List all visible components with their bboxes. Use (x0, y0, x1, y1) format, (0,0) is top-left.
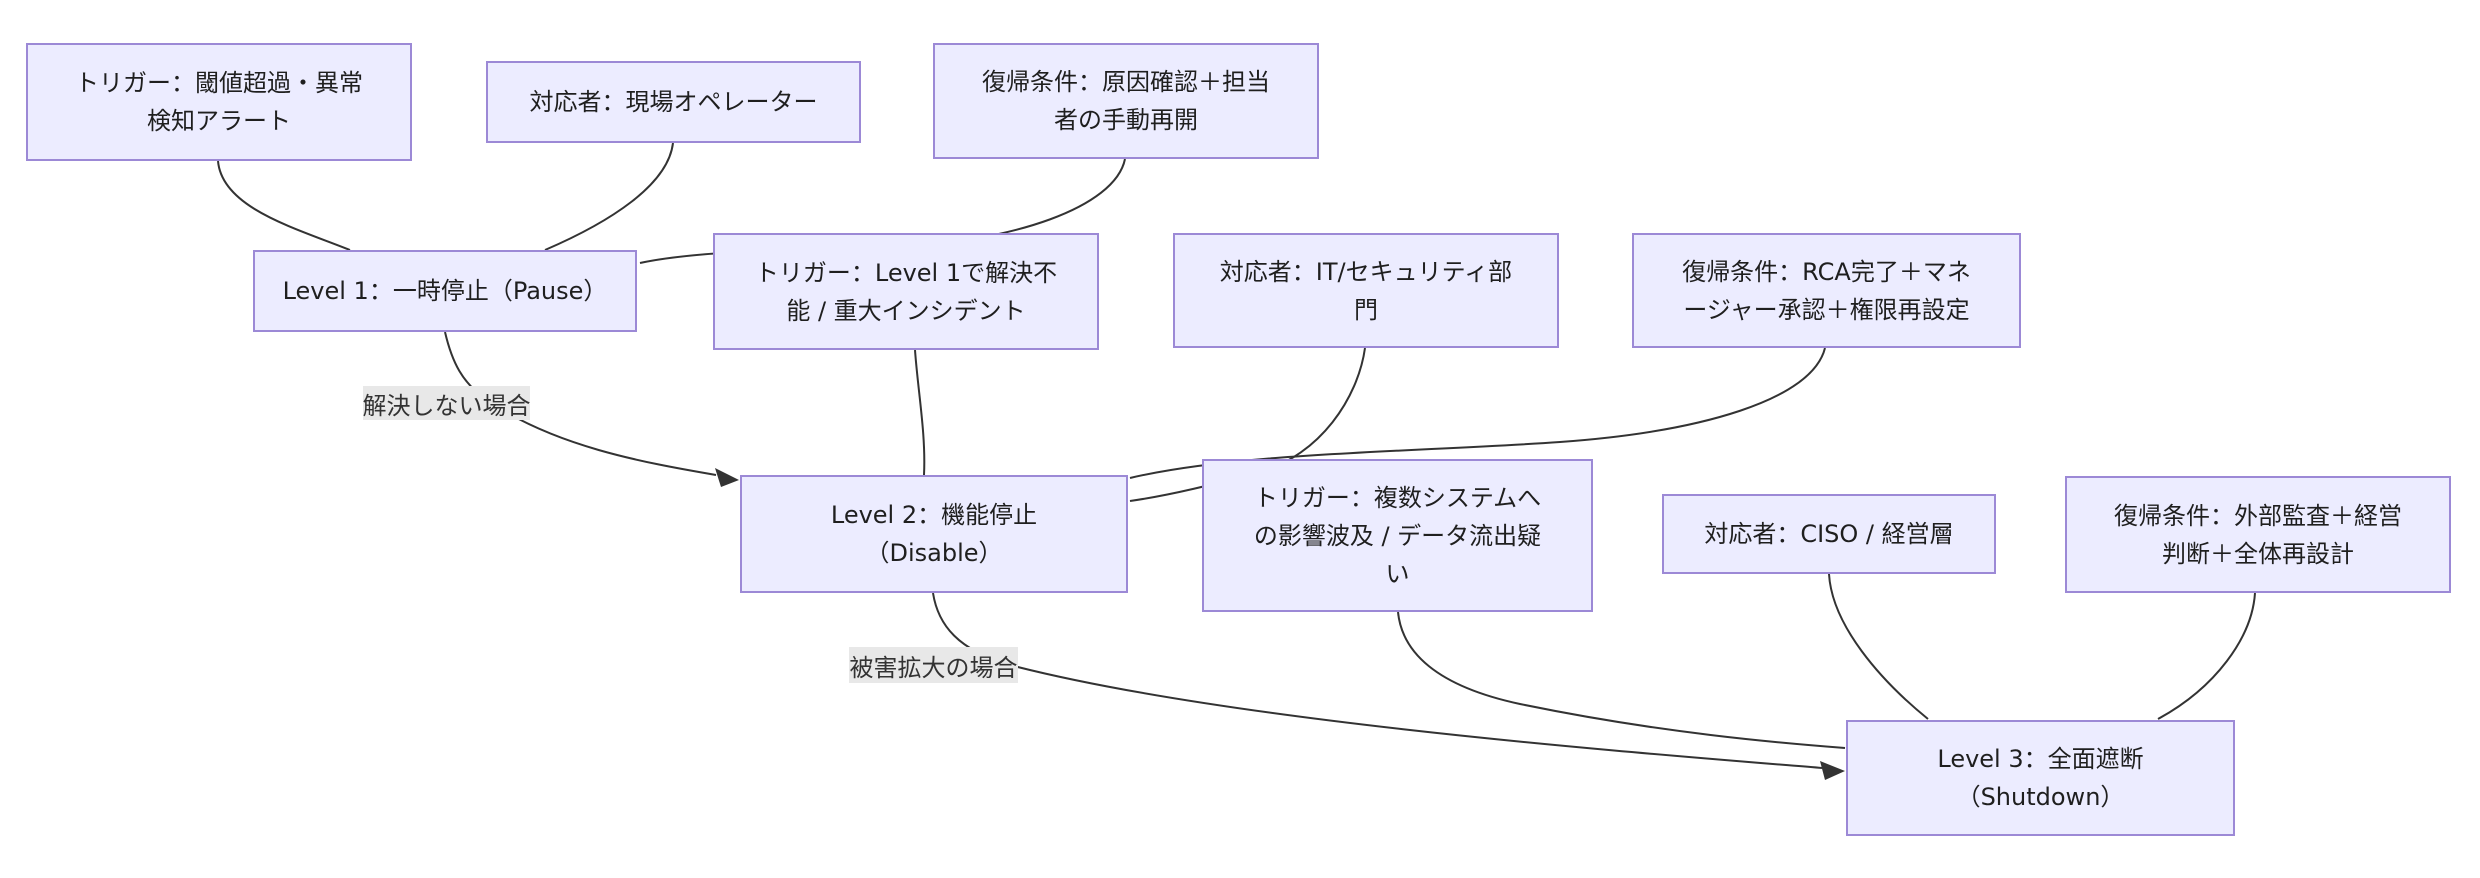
node-recovery-l1-text: 復帰条件：原因確認＋担当 (982, 68, 1270, 96)
node-recovery-l3-text: 判断＋全体再設計 (2162, 539, 2354, 568)
node-trigger-l2-text: 能 / 重大インシデント (786, 296, 1026, 325)
node-level3-text: Level 3：全面遮断 (1937, 745, 2144, 773)
edge-recovery-l3-to-level3 (2157, 592, 2256, 720)
edge-trigger-l3-to-level3 (1397, 611, 1846, 749)
node-trigger-l3: トリガー：複数システムへの影響波及 / データ流出疑い (1202, 459, 1593, 612)
node-trigger-l1-text: 検知アラート (147, 107, 291, 135)
node-recovery-l1: 復帰条件：原因確認＋担当者の手動再開 (933, 43, 1319, 159)
arrowhead-level2-to-level3 (1820, 761, 1845, 780)
node-level1: Level 1：一時停止（Pause） (253, 250, 637, 332)
edge-responder-l1-to-level1 (544, 142, 674, 251)
node-trigger-l2: トリガー：Level 1で解決不能 / 重大インシデント (713, 233, 1099, 350)
node-responder-l3-text: 対応者：CISO / 経営層 (1704, 520, 1954, 548)
label-level1-level2: 解決しない場合 (363, 386, 531, 420)
node-responder-l1-text: 対応者：現場オペレーター (529, 88, 818, 116)
node-responder-l2-text: 対応者：IT/セキュリティ部 (1219, 257, 1513, 286)
node-level2-text: （Disable） (865, 539, 1003, 567)
label-level2-level3: 被害拡大の場合 (849, 647, 1018, 683)
edge-responder-l3-to-level3 (1828, 573, 1929, 720)
node-trigger-l3-text: の影響波及 / データ流出疑 (1253, 521, 1542, 550)
node-recovery-l2-text: ージャー承認＋権限再設定 (1683, 295, 1970, 324)
node-level2: Level 2：機能停止 （Disable） (740, 475, 1128, 593)
node-recovery-l2: 復帰条件：RCA完了＋マネージャー承認＋権限再設定 (1632, 233, 2021, 348)
edge-trigger-l1-to-level1 (217, 160, 351, 251)
node-trigger-l3-text: い (1385, 559, 1410, 588)
node-recovery-l1-text: 者の手動再開 (1054, 106, 1198, 134)
node-recovery-l3: 復帰条件：外部監査＋経営判断＋全体再設計 (2065, 476, 2451, 593)
node-trigger-l3-text: トリガー：複数システムへ (1253, 483, 1542, 512)
node-level2-text: Level 2：機能停止 (830, 501, 1038, 529)
node-responder-l2: 対応者：IT/セキュリティ部門 (1173, 233, 1559, 348)
node-recovery-l3-text: 復帰条件：外部監査＋経営 (2114, 501, 2402, 530)
node-level3: Level 3：全面遮断 （Shutdown） (1846, 720, 2235, 836)
node-trigger-l1: トリガー：閾値超過・異常検知アラート (26, 43, 412, 161)
node-trigger-l1-text: トリガー：閾値超過・異常 (75, 69, 363, 97)
node-level3-text: （Shutdown） (1956, 783, 2125, 811)
node-responder-l1: 対応者：現場オペレーター (486, 61, 861, 143)
node-recovery-l2-text: 復帰条件：RCA完了＋マネ (1682, 257, 1971, 286)
node-trigger-l2-text: トリガー：Level 1で解決不 (754, 258, 1058, 287)
edge-level2-to-level3 (932, 592, 1823, 769)
edge-trigger-l2-to-level2 (914, 349, 926, 476)
node-level1-text: Level 1：一時停止（Pause） (282, 277, 608, 305)
arrowhead-level1-to-level2 (715, 468, 739, 487)
node-responder-l2-text: 門 (1354, 295, 1378, 324)
node-responder-l3: 対応者：CISO / 経営層 (1662, 494, 1996, 574)
